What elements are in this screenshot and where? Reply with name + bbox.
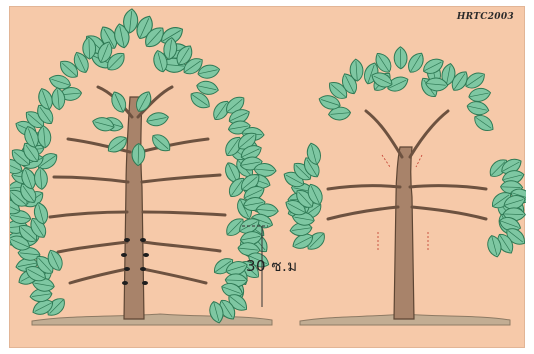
tree-before-pruning	[10, 8, 279, 324]
left-foliage	[10, 8, 279, 324]
leaf-shape	[468, 86, 492, 103]
credit-label: HRTC2003	[457, 12, 514, 22]
leaf-shape	[105, 133, 130, 156]
leaf-shape	[34, 167, 49, 190]
leaf-shape	[471, 112, 496, 135]
measurement-label: 30 ซ.ม	[246, 254, 298, 278]
leaf-shape	[149, 131, 174, 155]
leaf-shape	[466, 100, 490, 117]
diagram-panel: HRTC2003 30 ซ.ม	[9, 6, 525, 348]
left-trunk	[124, 97, 144, 319]
ground-left	[32, 314, 272, 325]
pruning-diagram	[10, 7, 526, 349]
leaf-shape	[146, 111, 170, 128]
leaf-shape	[394, 47, 407, 69]
right-trunk	[394, 147, 414, 319]
tree-after-pruning	[281, 47, 526, 319]
